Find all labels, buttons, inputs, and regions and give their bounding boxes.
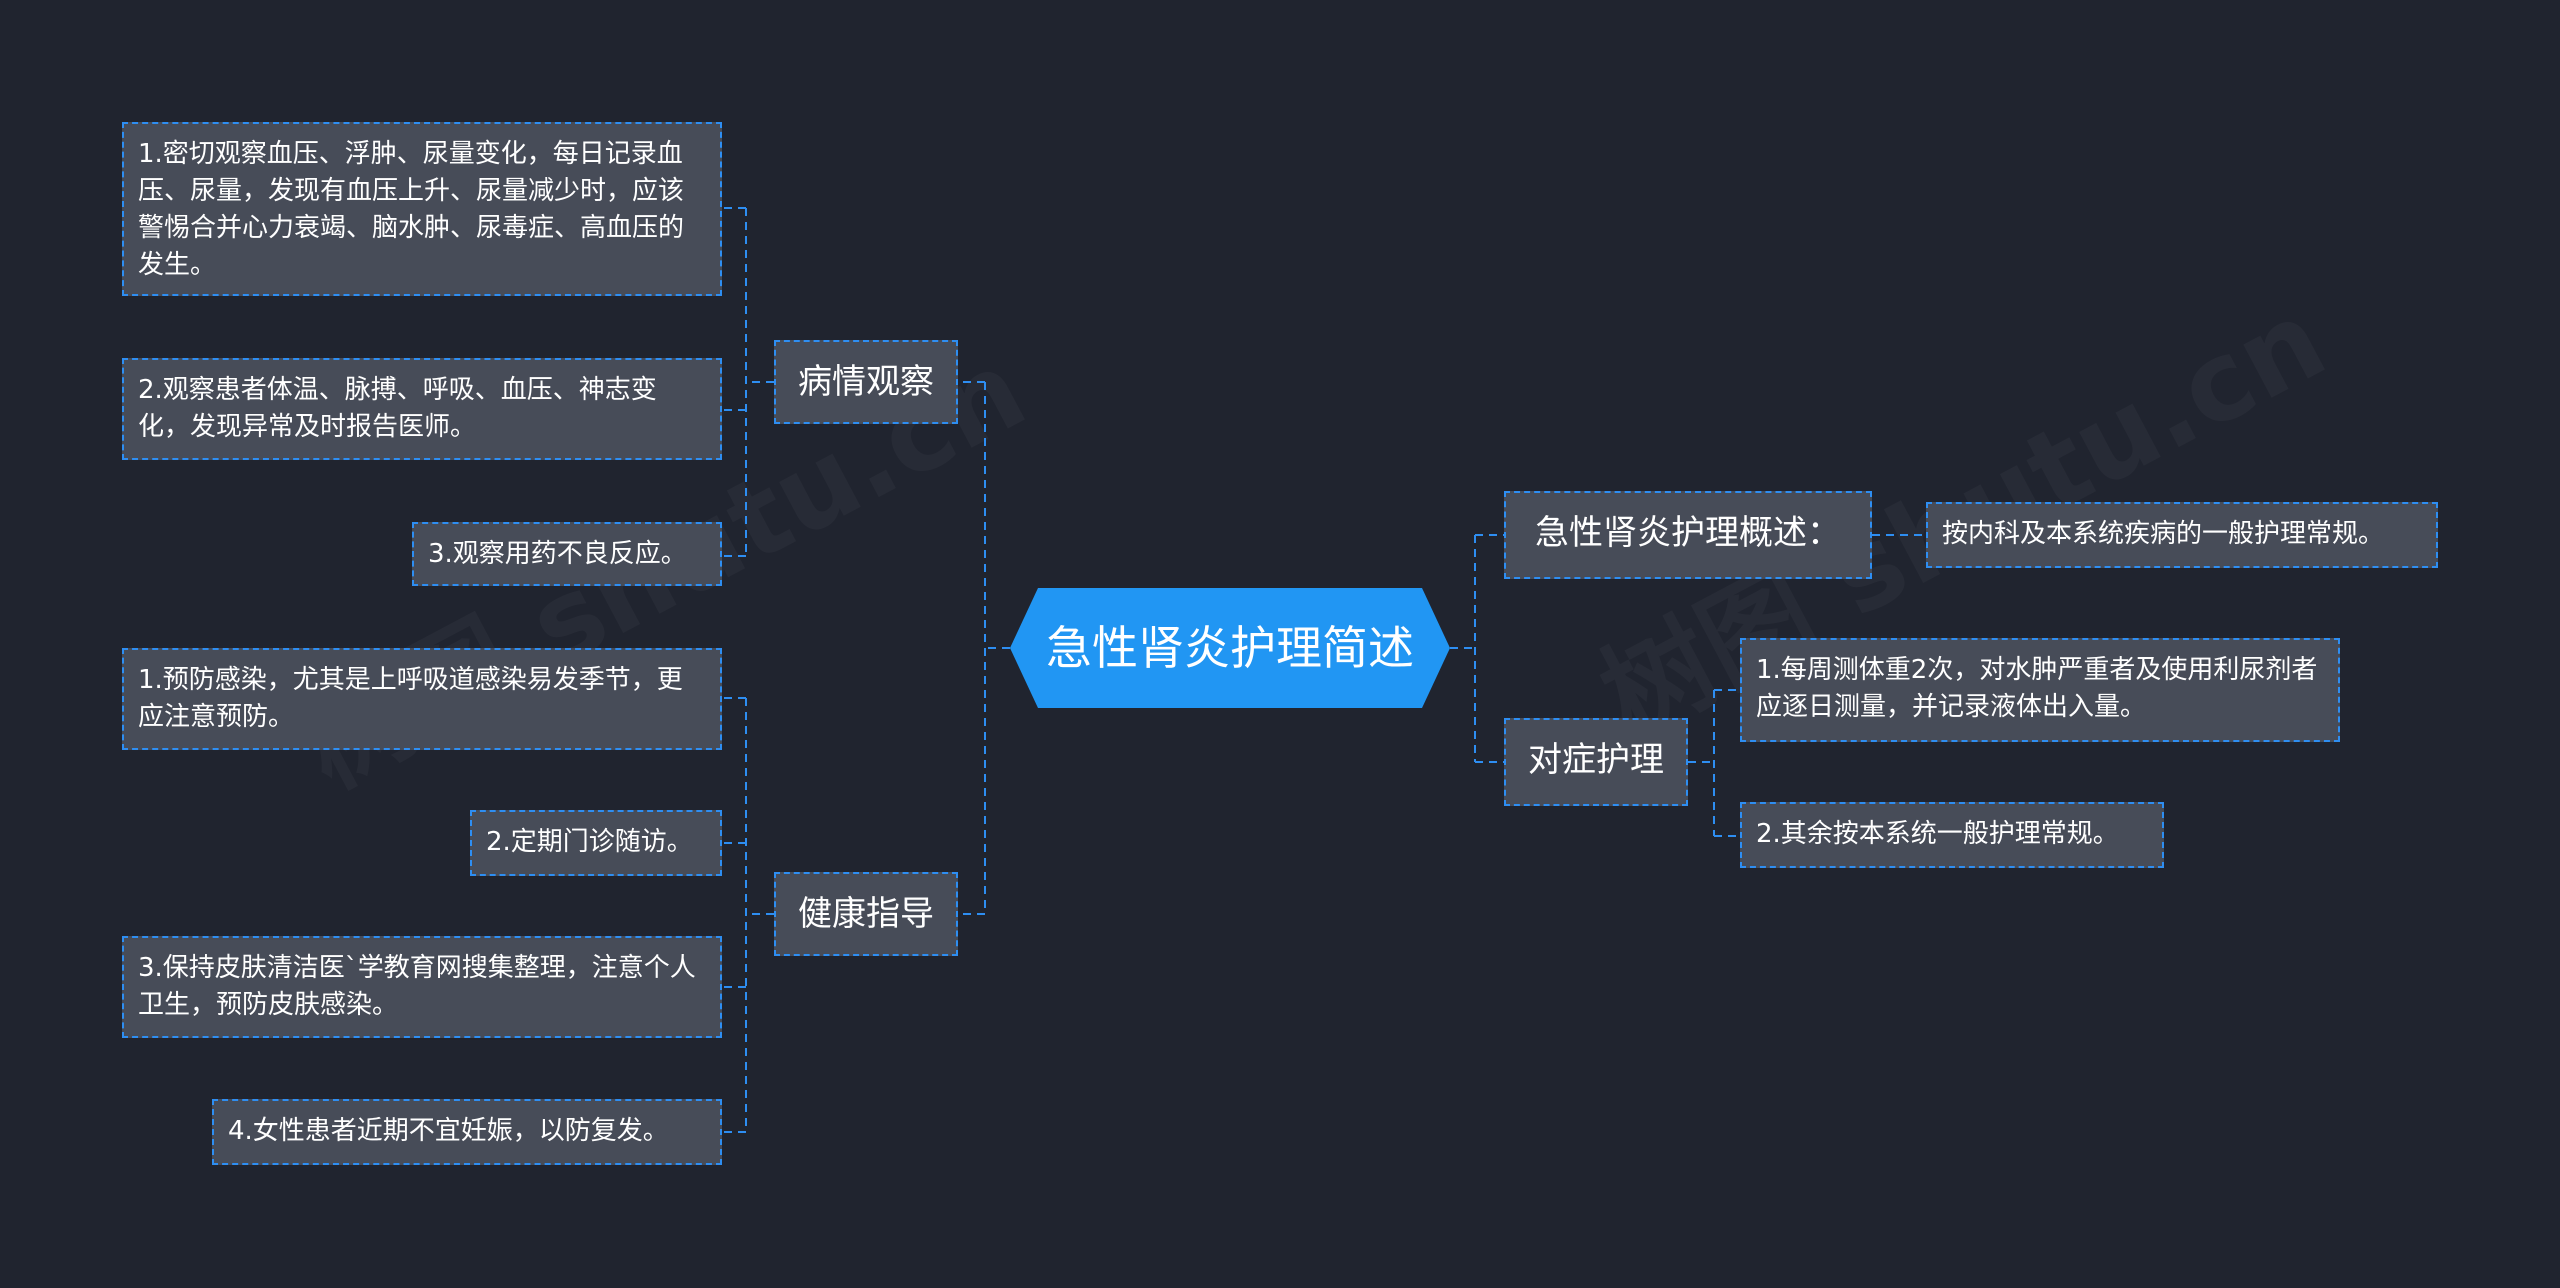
health-item-3[interactable]: 3.保持皮肤清洁医`学教育网搜集整理，注意个人卫生，预防皮肤感染。 xyxy=(122,936,722,1038)
health-item-2[interactable]: 2.定期门诊随访。 xyxy=(470,810,722,876)
symptomatic-item-2[interactable]: 2.其余按本系统一般护理常规。 xyxy=(1740,802,2164,868)
branch-health[interactable]: 健康指导 xyxy=(774,872,958,956)
root-node[interactable]: 急性肾炎护理简述 xyxy=(1010,588,1450,708)
branch-overview[interactable]: 急性肾炎护理概述： xyxy=(1504,491,1872,579)
health-item-4[interactable]: 4.女性患者近期不宜妊娠，以防复发。 xyxy=(212,1099,722,1165)
branch-observation[interactable]: 病情观察 xyxy=(774,340,958,424)
observation-item-2[interactable]: 2.观察患者体温、脉搏、呼吸、血压、神志变化，发现异常及时报告医师。 xyxy=(122,358,722,460)
branch-symptomatic[interactable]: 对症护理 xyxy=(1504,718,1688,806)
overview-item-1[interactable]: 按内科及本系统疾病的一般护理常规。 xyxy=(1926,502,2438,568)
observation-item-3[interactable]: 3.观察用药不良反应。 xyxy=(412,522,722,586)
symptomatic-item-1[interactable]: 1.每周测体重2次，对水肿严重者及使用利尿剂者应逐日测量，并记录液体出入量。 xyxy=(1740,638,2340,742)
observation-item-1[interactable]: 1.密切观察血压、浮肿、尿量变化，每日记录血压、尿量，发现有血压上升、尿量减少时… xyxy=(122,122,722,296)
health-item-1[interactable]: 1.预防感染，尤其是上呼吸道感染易发季节，更应注意预防。 xyxy=(122,648,722,750)
